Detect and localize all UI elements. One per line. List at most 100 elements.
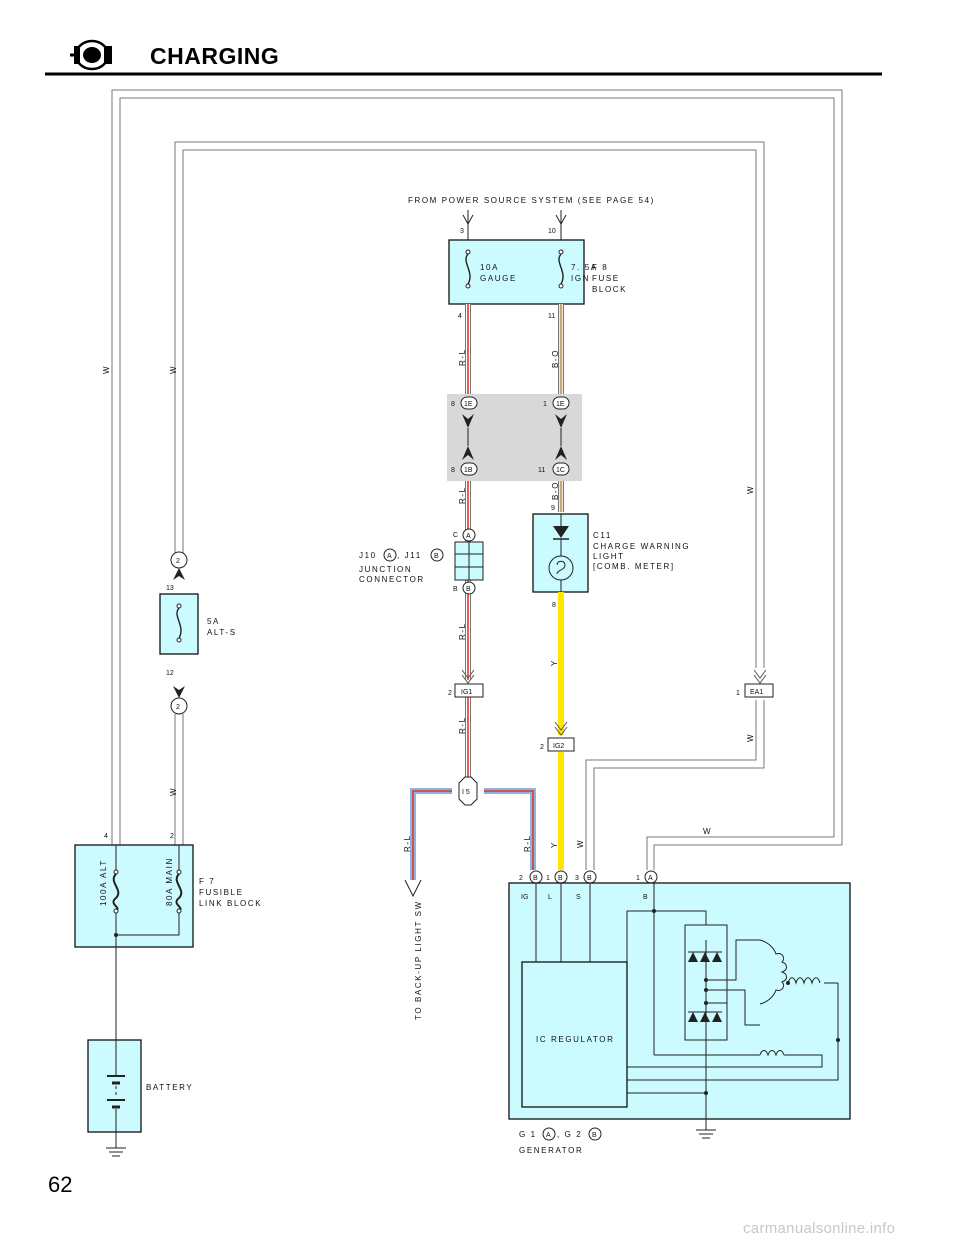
jc-mid: , J11 <box>397 551 422 560</box>
jc-bottom-pin: B <box>453 586 458 593</box>
gen-name: GENERATOR <box>519 1146 583 1155</box>
generator-ground-icon <box>696 1129 716 1139</box>
fuse-ign-amp: 7. 5A <box>571 263 598 272</box>
label-r-l-4: R-L <box>458 716 467 734</box>
generator-terminal-badges <box>529 870 658 884</box>
ig1-label: IG1 <box>461 689 472 696</box>
connector-ig1 <box>454 683 484 698</box>
fl-pin1: 4 <box>104 833 108 840</box>
label-r-l-6: R-L <box>523 834 532 852</box>
gen-term-l: L <box>548 894 552 901</box>
fuse-gauge-amp: 10A <box>480 263 499 272</box>
cl-pin-bottom: 8 <box>552 602 556 609</box>
label-w-6: W <box>576 839 585 848</box>
fuse-alt-s <box>159 593 199 655</box>
label-r-l-1: R-L <box>458 348 467 366</box>
jc-badge-b: B <box>434 553 439 560</box>
fl-link1: 100A ALT <box>99 859 108 906</box>
gen-badge-b-circle <box>588 1127 602 1141</box>
alt-s-wire-down <box>174 714 184 845</box>
gen-badge-a-circle <box>542 1127 556 1141</box>
fuse-block-pin-out2: 11 <box>548 313 555 320</box>
fuse-block-id: F 8 <box>592 263 608 272</box>
label-w-4: W <box>746 485 755 494</box>
fusible-link-symbols <box>112 845 183 1040</box>
jb-bottom-left-conn: 1B <box>464 467 473 474</box>
gen-pin-s: 3 <box>575 875 579 882</box>
gen-badge-l: B <box>558 875 563 882</box>
alt-s-arrow-up-icon <box>173 568 185 580</box>
gen-prefix: G 1 <box>519 1130 537 1139</box>
gen-term-b: B <box>643 894 648 901</box>
alt-s-arrow-down-icon <box>173 686 185 698</box>
jc-badge-a-circle <box>383 548 397 562</box>
ea1-label: EA1 <box>750 689 763 696</box>
label-r-l-3: R-L <box>458 622 467 640</box>
fl-name1: FUSIBLE <box>199 888 244 897</box>
gen-badge-b2: B <box>592 1132 597 1139</box>
watermark: carmanualsonline.info <box>743 1220 895 1237</box>
ig1-pin: 2 <box>448 690 452 697</box>
ea1-arrows <box>753 669 767 684</box>
jc-badge-b-circle <box>430 548 444 562</box>
label-w-1: W <box>102 365 111 374</box>
label-w-5: W <box>746 733 755 742</box>
cl-name3: [COMB. METER] <box>593 562 675 571</box>
ground-icon <box>106 1147 126 1157</box>
label-b-o-1: B-O <box>551 349 560 368</box>
i5-label: I 5 <box>462 789 470 796</box>
fuse-block-pin-out1: 4 <box>458 313 462 320</box>
label-y-2: Y <box>550 841 559 848</box>
gen-badge-a: A <box>546 1132 551 1139</box>
alt-s-name: ALT-S <box>207 628 237 637</box>
alt-s-conn-top: 2 <box>176 558 180 565</box>
connector-ig2 <box>547 737 575 752</box>
gen-pin-l: 1 <box>546 875 550 882</box>
alt-s-amp: 5A <box>207 617 220 626</box>
alt-s-conn-bottom: 2 <box>176 704 180 711</box>
ic-regulator-label: IC REGULATOR <box>536 1035 614 1044</box>
jb-top-left-conn: 1E <box>464 401 473 408</box>
jb-bottom-right-pin: 11 <box>538 467 545 474</box>
junction-connectors <box>460 396 570 476</box>
gen-badge-b: A <box>648 875 653 882</box>
fuse-block-name2: BLOCK <box>592 285 627 294</box>
cl-name2: LIGHT <box>593 552 625 561</box>
gen-pin-b: 1 <box>636 875 640 882</box>
fuse-block-pin-in2: 10 <box>548 228 556 235</box>
long-white-wires <box>111 89 843 870</box>
cl-pin-top: 9 <box>551 505 555 512</box>
power-input-arrows <box>462 210 567 240</box>
fuse-gauge-name: GAUGE <box>480 274 517 283</box>
battery <box>87 1039 142 1133</box>
fuse-ign-name: IGN <box>571 274 590 283</box>
jc-badge-a: A <box>387 553 392 560</box>
label-w-7: W <box>703 827 712 836</box>
label-y-1: Y <box>550 659 559 666</box>
splice-i5 <box>458 776 478 806</box>
power-source-note: FROM POWER SOURCE SYSTEM (SEE PAGE 54) <box>408 196 655 205</box>
wire-yellow <box>554 592 568 870</box>
fusible-link-block-f7 <box>74 844 194 948</box>
gen-term-s: S <box>576 894 581 901</box>
ig1-arrows <box>461 669 475 684</box>
fl-pin2: 2 <box>170 833 174 840</box>
fuse-block-pin-in1: 3 <box>460 228 464 235</box>
back-up-arrow-icon <box>404 879 422 898</box>
gen-badge-ig: B <box>533 875 538 882</box>
jc-prefix: J10 <box>359 551 377 560</box>
label-w-3: W <box>169 787 178 796</box>
ig2-label: IG2 <box>553 743 564 750</box>
gen-pin-ig: 2 <box>519 875 523 882</box>
alt-s-pin-bottom: 12 <box>166 670 174 677</box>
jc-name2: CONNECTOR <box>359 575 425 584</box>
cl-id: C11 <box>593 531 612 540</box>
back-up-note: TO BACK-UP LIGHT SW <box>414 900 423 1020</box>
fuse-symbol-alt-s <box>176 603 182 643</box>
gen-badge-s: B <box>587 875 592 882</box>
jb-top-left-pin: 8 <box>451 401 455 408</box>
cl-name1: CHARGE WARNING <box>593 542 690 551</box>
jb-top-right-pin: 1 <box>543 401 547 408</box>
jc-top-badge-circle <box>462 528 476 542</box>
label-r-l-5: R-L <box>403 834 412 852</box>
